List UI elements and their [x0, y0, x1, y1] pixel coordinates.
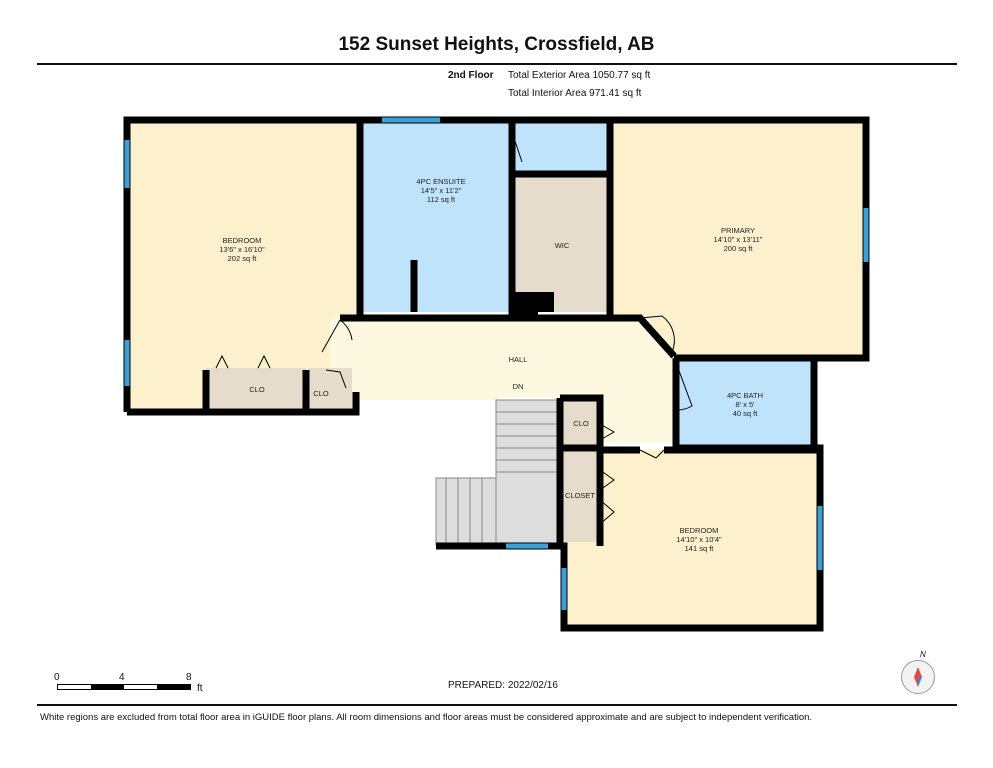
- door-swings: [215, 131, 693, 525]
- bedroom-left-name: BEDROOM: [223, 236, 262, 245]
- primary-area: 200 sq ft: [724, 244, 754, 253]
- prepared-date: PREPARED: 2022/02/16: [448, 680, 558, 691]
- closet-name: CLOSET: [565, 491, 595, 500]
- bedroom-bottom-dims: 14'10" x 10'4": [676, 535, 722, 544]
- bath-name: 4PC BATH: [727, 391, 763, 400]
- hall-name: HALL: [509, 355, 528, 364]
- scale-tick-8: 8: [186, 672, 192, 683]
- scale-bar: [57, 684, 191, 690]
- ensuite-area: 112 sq ft: [427, 195, 456, 204]
- room-ensuite-closet: [512, 120, 610, 174]
- scale-unit: ft: [197, 683, 203, 694]
- ensuite-dims: 14'5" x 11'2": [421, 186, 462, 195]
- bedroom-left-dims: 13'6" x 16'10": [219, 245, 265, 254]
- page-title: 152 Sunset Heights, Crossfield, AB: [338, 34, 655, 55]
- ensuite-name: 4PC ENSUITE: [416, 177, 465, 186]
- bedroom-bottom-name: BEDROOM: [680, 526, 719, 535]
- wic-column: [514, 292, 554, 312]
- room-closet: [560, 452, 600, 542]
- room-clo-left: [206, 368, 306, 408]
- room-bath: [676, 360, 816, 448]
- bath-dims: 8' x 5': [735, 400, 755, 409]
- room-primary: [612, 120, 866, 358]
- clo-small-name: CLO: [313, 389, 329, 398]
- clo-left-name: CLO: [249, 385, 265, 394]
- interior-area: Total Interior Area 971.41 sq ft: [508, 88, 642, 99]
- staircase: [435, 399, 559, 546]
- room-ensuite: [362, 120, 512, 312]
- room-clo-hall: [560, 398, 600, 446]
- room-bedroom-bottom: [564, 450, 820, 628]
- room-wic: [514, 176, 610, 312]
- bedroom-left-area: 202 sq ft: [228, 254, 258, 263]
- exterior-area: Total Exterior Area 1050.77 sq ft: [508, 70, 651, 81]
- compass-icon: [901, 660, 935, 694]
- floor-plan: BEDROOM 13'6" x 16'10" 202 sq ft 4PC ENS…: [123, 116, 870, 632]
- primary-name: PRIMARY: [721, 226, 755, 235]
- bath-area: 40 sq ft: [733, 409, 759, 418]
- bedroom-bottom-area: 141 sq ft: [685, 544, 715, 553]
- footer-divider: [37, 704, 957, 706]
- clo-hall-name: CLO: [573, 419, 589, 428]
- primary-dims: 14'10" x 13'11": [714, 235, 763, 244]
- floor-label: 2nd Floor: [448, 70, 494, 81]
- footer-disclaimer: White regions are excluded from total fl…: [40, 712, 813, 723]
- walls: [123, 116, 870, 632]
- compass-north-label: N: [920, 650, 926, 659]
- scale-tick-4: 4: [119, 672, 125, 683]
- room-clo-small: [308, 368, 352, 408]
- room-bedroom-left: [127, 120, 360, 410]
- title-divider: [37, 63, 957, 65]
- scale-tick-0: 0: [54, 672, 60, 683]
- stairs-direction: DN: [513, 382, 524, 391]
- windows: [124, 117, 869, 610]
- wic-name: WIC: [555, 241, 570, 250]
